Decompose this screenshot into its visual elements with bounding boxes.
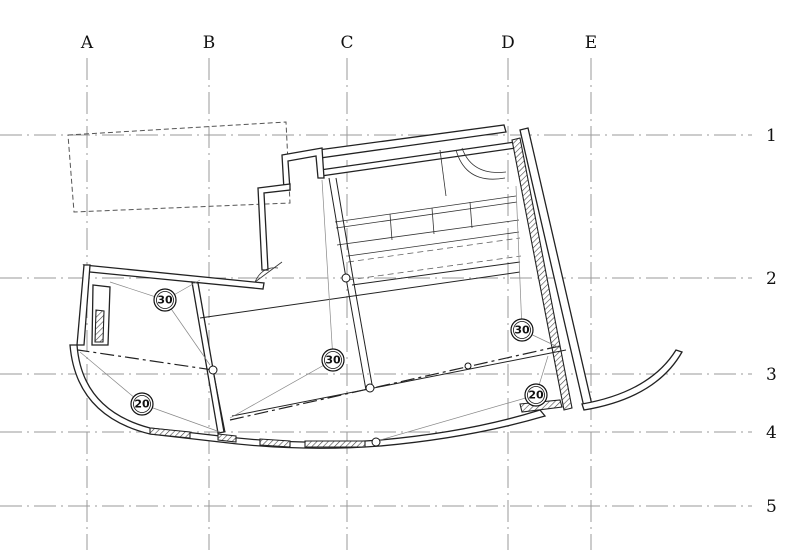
column-d3 xyxy=(464,362,472,370)
beam-axis-3c xyxy=(231,349,567,417)
hatch-seg-2 xyxy=(259,438,291,448)
wall-left-top xyxy=(82,264,265,290)
partition-4 xyxy=(347,231,520,257)
slab-tag: 20 xyxy=(130,392,154,416)
hatch-seg-3 xyxy=(304,440,366,448)
wall-right xyxy=(511,137,573,411)
leader-slab3-a xyxy=(515,185,523,331)
slab-tag-value: 30 xyxy=(325,354,341,367)
grid-label-d: D xyxy=(501,33,515,53)
column-c2 xyxy=(341,273,351,283)
slab-tag-circle xyxy=(524,383,548,407)
slab-tag-ring xyxy=(527,386,545,404)
beam-c-lower-2 xyxy=(352,277,374,391)
slab-tag-ring xyxy=(156,291,174,309)
leader-slab4-b xyxy=(141,403,221,433)
curve-detail-2 xyxy=(461,147,507,173)
stair-4 xyxy=(439,149,447,197)
slab-tag-value: 20 xyxy=(528,389,544,402)
wall-left-vertical xyxy=(76,264,91,346)
leader-slab1-b xyxy=(164,299,211,366)
slab-tag-ring xyxy=(513,321,531,339)
leader-slab4-a xyxy=(79,351,143,405)
slab-tag: 30 xyxy=(153,288,177,312)
leader-slab2-a xyxy=(229,359,334,419)
wall-step xyxy=(257,183,291,271)
door-leaf xyxy=(254,261,283,283)
beam-b-lower xyxy=(212,369,226,433)
grid-label-a: A xyxy=(80,33,94,53)
column-c4 xyxy=(371,437,381,447)
slab-tag-circle xyxy=(130,392,154,416)
grid-label-4: 4 xyxy=(766,423,777,443)
grid-axes: A B C D E 1 2 3 4 5 xyxy=(0,33,777,550)
wall-small-room-hatch xyxy=(94,309,105,343)
grid-label-c: C xyxy=(340,33,353,53)
slab-tag-circle xyxy=(321,348,345,372)
balcony-arc xyxy=(581,349,683,411)
grid-label-3: 3 xyxy=(766,365,777,385)
leader-slab5-a xyxy=(379,394,537,441)
slab-tag-circle xyxy=(510,318,534,342)
slab-tags: 30 30 30 20 20 xyxy=(130,288,548,416)
slab-tag: 30 xyxy=(321,348,345,372)
bottom-right-wall xyxy=(519,349,683,413)
hatch-seg-4 xyxy=(217,433,237,443)
beam-mid xyxy=(199,271,521,319)
hidden-line-1 xyxy=(347,237,521,263)
grid-label-b: B xyxy=(203,33,216,53)
slab-tag-circle xyxy=(153,288,177,312)
door-swing-arc xyxy=(254,267,279,283)
beam-c-upper xyxy=(328,177,347,279)
slab-tag-ring xyxy=(324,351,342,369)
hatch-seg-1 xyxy=(149,427,191,439)
wall-b-column xyxy=(191,281,225,434)
partition-1 xyxy=(334,195,517,223)
slab-tag-ring xyxy=(133,395,151,413)
slab-tag: 30 xyxy=(510,318,534,342)
stair-1 xyxy=(389,213,393,241)
beam-axis-3 xyxy=(77,349,214,371)
slab-tag-value: 30 xyxy=(157,294,173,307)
slab-tag-value: 30 xyxy=(514,324,530,337)
columns xyxy=(208,273,472,447)
beam-mid-2 xyxy=(351,261,521,286)
left-block xyxy=(69,264,547,449)
projected-outline xyxy=(67,121,291,213)
beam-c-upper-2 xyxy=(335,177,354,279)
grid-label-5: 5 xyxy=(766,497,777,517)
stair-2 xyxy=(431,207,435,235)
partition-2 xyxy=(335,201,518,229)
hidden-line-2 xyxy=(347,255,522,281)
leader-slab2-b xyxy=(321,179,334,361)
grid-label-2: 2 xyxy=(766,269,777,289)
partition-3 xyxy=(336,219,520,246)
grid-label-e: E xyxy=(585,33,597,53)
upper-right-block xyxy=(257,124,593,411)
column-c3 xyxy=(365,383,375,393)
beam-axis-3b xyxy=(229,345,561,421)
stair-3 xyxy=(469,201,473,229)
grid-label-1: 1 xyxy=(766,126,777,146)
beams xyxy=(77,177,567,433)
slab-tag: 20 xyxy=(524,383,548,407)
slab-tag-value: 20 xyxy=(134,398,150,411)
column-b3 xyxy=(208,365,218,375)
curve-detail xyxy=(455,149,506,180)
